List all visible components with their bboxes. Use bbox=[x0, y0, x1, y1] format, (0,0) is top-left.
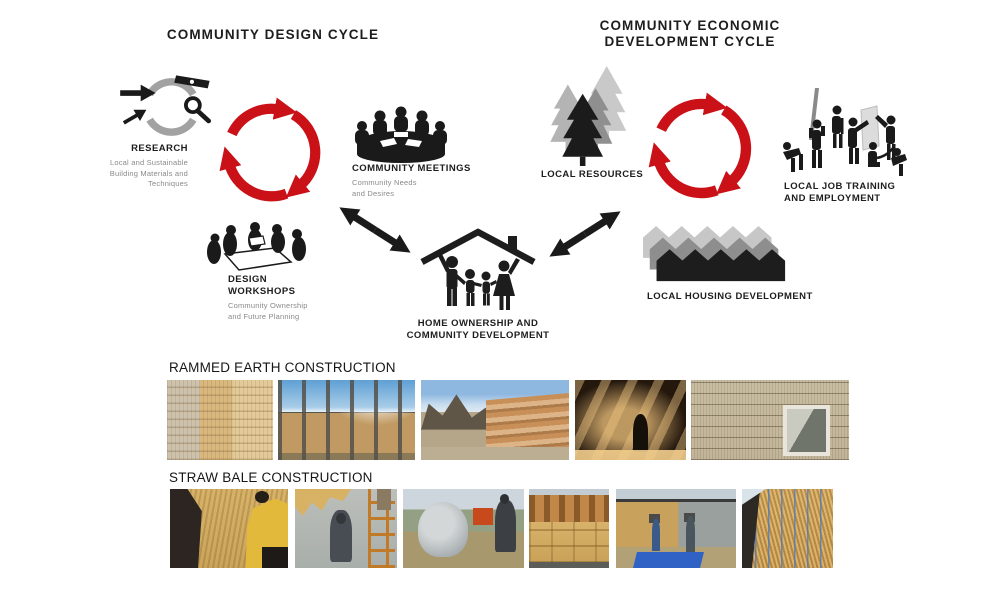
job-training-node: LOCAL JOB TRAINING AND EMPLOYMENT bbox=[784, 181, 914, 205]
orange-equipment bbox=[473, 507, 493, 526]
photo-rammed-earth-4 bbox=[575, 380, 686, 460]
community-meetings-icon bbox=[355, 106, 447, 163]
community-meetings-node: COMMUNITY MEETINGS Community Needs and D… bbox=[352, 163, 482, 199]
gravel-ground bbox=[421, 447, 569, 460]
local-housing-label: LOCAL HOUSING DEVELOPMENT bbox=[647, 291, 813, 302]
community-meetings-label: COMMUNITY MEETINGS bbox=[352, 163, 471, 174]
photo-rammed-earth-2 bbox=[278, 380, 415, 460]
photo-straw-bale-3 bbox=[403, 489, 524, 568]
economic-cycle-title: COMMUNITY ECONOMIC DEVELOPMENT CYCLE bbox=[590, 18, 790, 50]
plastering-worker bbox=[329, 509, 353, 562]
design-cycle-title: COMMUNITY DESIGN CYCLE bbox=[166, 27, 380, 42]
cement-mixer-drum bbox=[417, 501, 469, 557]
worker-head bbox=[254, 490, 270, 504]
job-training-label-line1: LOCAL JOB TRAINING bbox=[784, 181, 896, 192]
photo-straw-bale-6 bbox=[742, 489, 833, 568]
economic-cycle-title-line2: DEVELOPMENT CYCLE bbox=[604, 33, 776, 49]
photo-straw-bale-2 bbox=[295, 489, 397, 568]
hub-label-line2: COMMUNITY DEVELOPMENT bbox=[406, 330, 550, 342]
formwork-posts bbox=[278, 380, 415, 460]
design-cycle-ring-icon bbox=[219, 97, 321, 202]
design-workshops-icon bbox=[207, 222, 306, 271]
rammed-earth-section-title: RAMMED EARTH CONSTRUCTION bbox=[169, 360, 396, 375]
hub-label-line1: HOME OWNERSHIP AND bbox=[417, 318, 539, 329]
job-training-workers-icon bbox=[783, 88, 907, 176]
worker-on-scaffold bbox=[376, 489, 391, 510]
straw-bale-section-title: STRAW BALE CONSTRUCTION bbox=[169, 470, 373, 485]
local-housing-node: LOCAL HOUSING DEVELOPMENT bbox=[647, 291, 817, 303]
local-resources-label: LOCAL RESOURCES bbox=[541, 169, 644, 180]
blue-tarp bbox=[633, 552, 705, 568]
home-ownership-node: HOME OWNERSHIP AND COMMUNITY DEVELOPMENT bbox=[398, 318, 558, 342]
local-resources-node: LOCAL RESOURCES bbox=[541, 169, 651, 181]
local-resources-trees-icon bbox=[550, 66, 627, 166]
wood-roof-framing bbox=[529, 495, 609, 526]
building-wall bbox=[616, 499, 736, 547]
worker-blue bbox=[652, 519, 661, 551]
research-label: RESEARCH bbox=[131, 143, 188, 154]
meetings-sub-line2: and Desires bbox=[352, 188, 395, 198]
research-tools-icon bbox=[120, 75, 212, 136]
photo-straw-bale-4 bbox=[529, 489, 609, 568]
photo-straw-bale-5 bbox=[616, 489, 736, 568]
worker-standing-head bbox=[499, 493, 510, 504]
job-training-label-line2: AND EMPLOYMENT bbox=[784, 193, 881, 205]
lit-counter bbox=[575, 449, 686, 460]
window bbox=[782, 404, 831, 456]
housing-development-icon bbox=[643, 226, 786, 282]
plastering-worker-head bbox=[335, 512, 346, 524]
cycle-connector-arrows bbox=[339, 207, 621, 257]
research-sub-line3: Techniques bbox=[148, 179, 188, 189]
workshops-label-line1: DESIGN bbox=[228, 274, 268, 285]
design-workshops-node: DESIGN WORKSHOPS Community Ownership and… bbox=[228, 274, 348, 322]
worker-dark-jacket bbox=[170, 489, 202, 568]
worker-gray bbox=[685, 515, 696, 554]
meetings-sub-line1: Community Needs bbox=[352, 178, 417, 188]
foundation-strip bbox=[529, 562, 609, 568]
research-node: RESEARCH Local and Sustainable Building … bbox=[95, 143, 188, 190]
worker-standing bbox=[494, 500, 516, 553]
photo-straw-bale-1 bbox=[170, 489, 288, 568]
workshops-sub-line2: and Future Planning bbox=[228, 311, 300, 321]
home-ownership-icon bbox=[420, 228, 536, 310]
photo-rammed-earth-1 bbox=[167, 380, 273, 460]
workshops-sub-line1: Community Ownership bbox=[228, 301, 308, 311]
warm-glow bbox=[575, 380, 686, 460]
person-silhouette bbox=[632, 413, 649, 452]
research-sub-line1: Local and Sustainable bbox=[109, 158, 188, 168]
economic-cycle-title-line1: COMMUNITY ECONOMIC bbox=[599, 18, 781, 33]
workshops-label-line2: WORKSHOPS bbox=[228, 286, 296, 298]
photo-rammed-earth-5 bbox=[691, 380, 849, 460]
research-sub-line2: Building Materials and bbox=[109, 168, 188, 178]
economic-cycle-ring-icon bbox=[648, 92, 752, 199]
straw-bales bbox=[529, 522, 609, 564]
photo-rammed-earth-3 bbox=[421, 380, 569, 460]
worker-pants bbox=[262, 547, 288, 568]
